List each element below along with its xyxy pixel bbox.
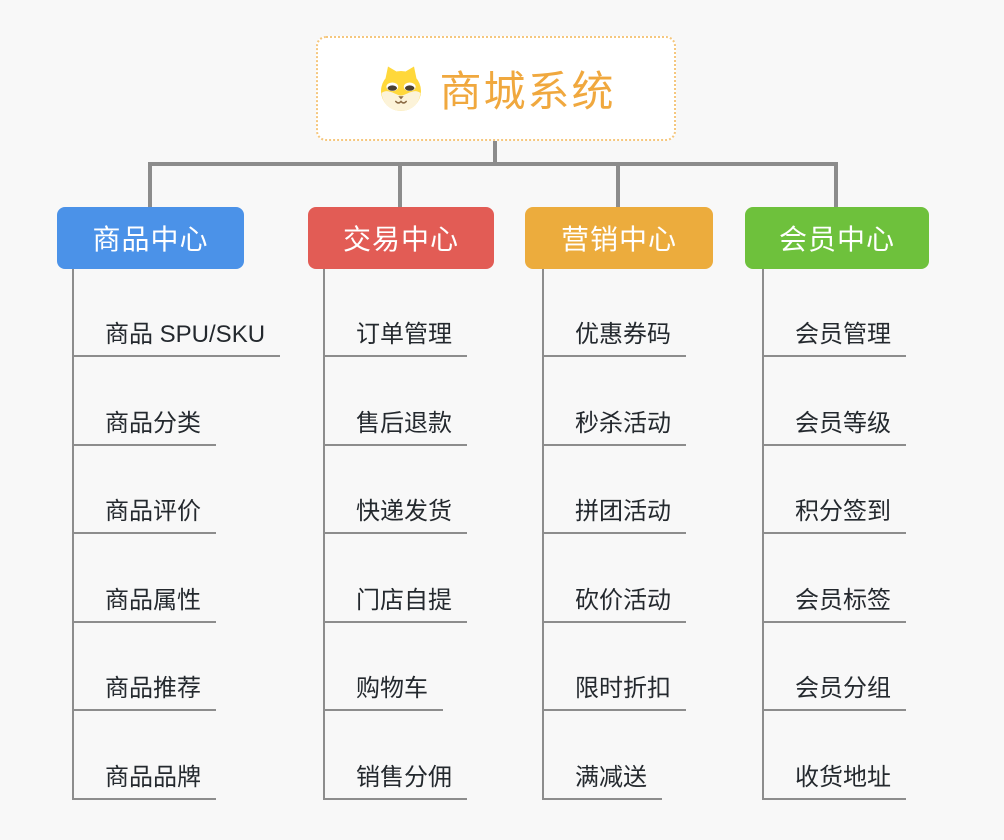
branch-node-marketing-center[interactable]: 营销中心 bbox=[525, 207, 713, 269]
branch-child-line-trade bbox=[323, 269, 325, 800]
leaf-node[interactable]: 快递发货 bbox=[323, 496, 467, 534]
branch-child-line-product bbox=[72, 269, 74, 800]
leaf-node[interactable]: 积分签到 bbox=[762, 496, 906, 534]
leaf-node[interactable]: 门店自提 bbox=[323, 585, 467, 623]
connector-drop-marketing bbox=[616, 162, 620, 208]
branch-child-line-marketing bbox=[542, 269, 544, 800]
branch-label: 交易中心 bbox=[342, 224, 459, 255]
leaf-node[interactable]: 商品评价 bbox=[72, 496, 216, 534]
leaf-node[interactable]: 限时折扣 bbox=[542, 673, 686, 711]
leaf-node[interactable]: 订单管理 bbox=[323, 319, 467, 357]
branch-child-line-member bbox=[762, 269, 764, 800]
branch-node-trade-center[interactable]: 交易中心 bbox=[308, 207, 494, 269]
leaf-node[interactable]: 会员标签 bbox=[762, 585, 906, 623]
leaf-node[interactable]: 满减送 bbox=[542, 762, 662, 800]
branch-label: 会员中心 bbox=[778, 224, 895, 255]
branch-node-product-center[interactable]: 商品中心 bbox=[57, 207, 244, 269]
leaf-node[interactable]: 商品 SPU/SKU bbox=[72, 319, 281, 357]
connector-horizontal-bar bbox=[148, 162, 838, 166]
branch-node-member-center[interactable]: 会员中心 bbox=[745, 207, 929, 269]
branch-label: 商品中心 bbox=[92, 224, 209, 255]
dog-face-icon bbox=[381, 66, 422, 111]
leaf-node[interactable]: 会员等级 bbox=[762, 408, 906, 446]
leaf-node[interactable]: 售后退款 bbox=[323, 408, 467, 446]
connector-drop-trade bbox=[398, 162, 402, 208]
leaf-node[interactable]: 购物车 bbox=[323, 673, 443, 711]
leaf-node[interactable]: 收货地址 bbox=[762, 762, 906, 800]
connector-drop-product bbox=[148, 162, 152, 208]
leaf-node[interactable]: 商品品牌 bbox=[72, 762, 216, 800]
leaf-node[interactable]: 商品属性 bbox=[72, 585, 216, 623]
connector-root-stub bbox=[493, 140, 497, 166]
connector-drop-member bbox=[834, 162, 838, 208]
branch-label: 营销中心 bbox=[560, 224, 677, 255]
leaf-node[interactable]: 会员管理 bbox=[762, 319, 906, 357]
leaf-node[interactable]: 商品分类 bbox=[72, 408, 216, 446]
root-node[interactable]: 商城系统 bbox=[316, 36, 676, 141]
leaf-node[interactable]: 秒杀活动 bbox=[542, 408, 686, 446]
leaf-node[interactable]: 优惠券码 bbox=[542, 319, 686, 357]
root-title: 商城系统 bbox=[439, 68, 616, 115]
leaf-node[interactable]: 商品推荐 bbox=[72, 673, 216, 711]
leaf-node[interactable]: 砍价活动 bbox=[542, 585, 686, 623]
leaf-node[interactable]: 会员分组 bbox=[762, 673, 906, 711]
leaf-node[interactable]: 拼团活动 bbox=[542, 496, 686, 534]
leaf-node[interactable]: 销售分佣 bbox=[323, 762, 467, 800]
